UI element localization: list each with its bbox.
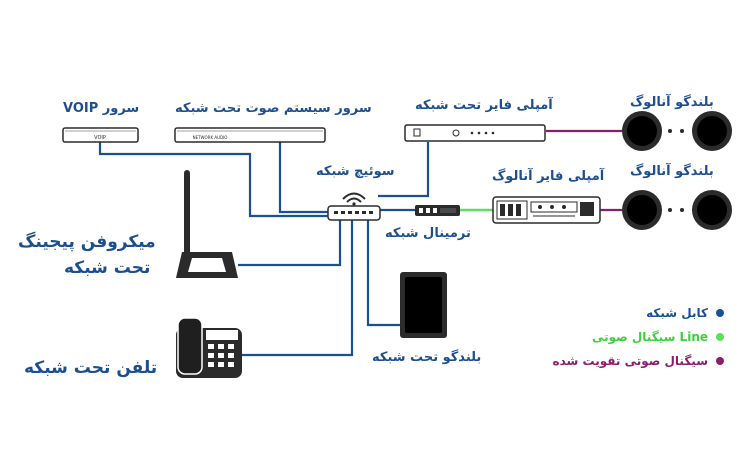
network-amp-device [404,124,546,142]
ip-phone-label: تلفن تحت شبکه [24,358,158,378]
dot [668,129,672,133]
voip-badge: VOIP [94,135,106,141]
speaker-bottom-2 [692,190,732,230]
network-terminal-label: ترمینال شبکه [385,226,471,241]
paging-mic-label-line1: میکروفن پیجینگ [18,232,156,252]
legend-label: سیگنال صوتی Line [591,330,708,344]
cable-voip-switch [98,142,330,218]
paging-mic-device [176,170,238,278]
legend-dot-icon [716,309,724,317]
audio-server-device: NETWORK AUDIO [174,127,326,143]
network-switch-label: سوئیچ شبکه [316,164,395,179]
legend-dot-icon [716,333,724,341]
voip-server-device: VOIP [62,127,139,143]
cable-amp-switch [378,142,430,198]
legend-label: سیگنال صوتی تقویت شده [552,354,708,368]
network-switch-device [327,192,381,221]
speaker-bottom-1 [622,190,662,230]
audio-server-label: سرور سیستم صوت تحت شبکه [175,101,372,116]
legend-item-line: سیگنال صوتی Line [592,330,724,344]
cable-switch-mic [238,220,342,267]
paging-mic-label-line2: تحت شبکه [64,258,151,278]
legend-dot-icon [716,357,724,365]
network-cables [98,142,430,357]
network-terminal-device [415,205,460,216]
network-amp-label: آمپلی فایر تحت شبکه [415,98,553,113]
speaker-top-2 [692,111,732,151]
legend-item-network: کابل شبکه [646,306,724,320]
audio-server-badge: NETWORK AUDIO [193,135,228,140]
ip-phone-device [176,317,242,378]
network-speaker-device [400,272,447,338]
analog-speaker-bottom-label: بلندگو آنالوگ [630,164,714,179]
amplified-lines [546,129,622,212]
cable-switch-netspeaker [366,220,400,327]
voip-server-label: سرور VOIP [63,101,140,116]
dot [668,208,672,212]
legend-label: کابل شبکه [646,306,708,320]
network-speaker-label: بلندگو تحت شبکه [372,350,482,365]
dot [680,208,684,212]
analog-amp-label: آمپلی فایر آنالوگ [492,169,605,184]
analog-speakers [622,111,732,230]
cable-switch-phone [240,220,354,357]
dot [680,129,684,133]
speaker-top-1 [622,111,662,151]
analog-speaker-top-label: بلندگو آنالوگ [630,95,714,110]
legend-item-amplified: سیگنال صوتی تقویت شده [553,354,724,368]
cable-audioserver-switch [278,142,330,214]
analog-amp-device [492,196,601,224]
